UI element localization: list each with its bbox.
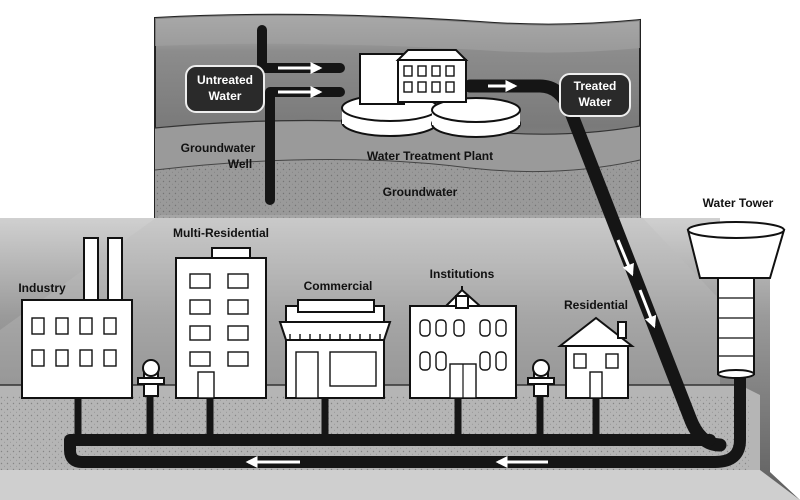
residential-house xyxy=(557,316,635,399)
treated-water-line-1: Treated xyxy=(574,79,617,93)
residential-label: Residential xyxy=(564,298,628,312)
multi-residential-building xyxy=(175,247,267,399)
untreated-water-line-2: Water xyxy=(209,89,242,103)
industry-label: Industry xyxy=(18,281,66,295)
industry-building xyxy=(21,237,133,399)
distribution-loop xyxy=(64,354,746,468)
multi-residential-label: Multi-Residential xyxy=(173,226,269,240)
water-treatment-plant xyxy=(341,49,521,138)
fire-hydrant-1 xyxy=(137,359,165,397)
groundwater-well-line-2: Well xyxy=(228,157,252,171)
water-tower xyxy=(686,221,786,379)
treated-water-line-2: Water xyxy=(579,95,612,109)
institutions-label: Institutions xyxy=(430,267,495,281)
untreated-water-line-1: Untreated xyxy=(197,73,253,87)
groundwater-well-line-1: Groundwater xyxy=(181,141,256,155)
commercial-label: Commercial xyxy=(304,279,373,293)
groundwater-label: Groundwater xyxy=(383,185,458,199)
arrow-down-2 xyxy=(638,289,657,329)
water-treatment-plant-label: Water Treatment Plant xyxy=(367,149,493,163)
commercial-building xyxy=(278,299,392,399)
fire-hydrant-2 xyxy=(527,359,555,397)
arrow-down-1 xyxy=(616,239,634,277)
water-tower-label: Water Tower xyxy=(703,196,774,210)
label-untreated-water: Untreated Water xyxy=(185,65,265,113)
label-treated-water: Treated Water xyxy=(559,73,631,117)
institutions-building xyxy=(409,286,517,399)
